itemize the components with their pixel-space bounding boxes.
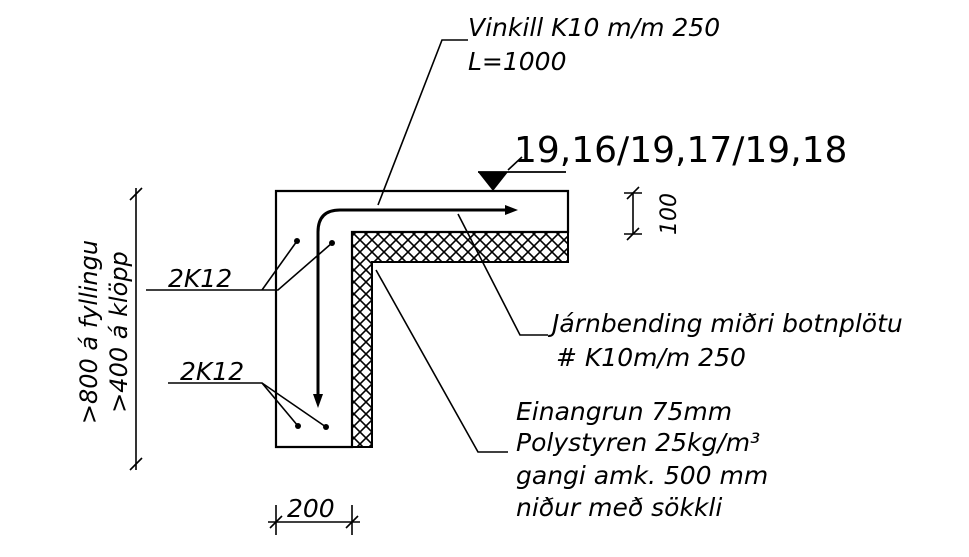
insulation-hatch: [351, 231, 569, 448]
level-marker: [478, 156, 566, 191]
insulation-leader: [375, 269, 508, 453]
insulation-line4: niður með sökkli: [516, 493, 722, 522]
rebar-arrowhead-down: [313, 394, 323, 408]
slab-rebar-line1: Járnbending miðri botnplötu: [547, 309, 903, 338]
angle-rebar: [316, 208, 505, 400]
angle-note-line2: L=1000: [468, 47, 567, 76]
angle-note-line1: Vinkill K10 m/m 250: [468, 13, 720, 42]
rebar-leaders: [146, 240, 333, 428]
angle-leader: [377, 39, 468, 206]
insulation-line3: gangi amk. 500 mm: [516, 461, 768, 490]
rebar-dots: [294, 238, 335, 430]
slab-thickness-label: 100: [657, 193, 682, 235]
insulation-line2: Polystyren 25kg/m³: [516, 428, 760, 457]
slab-rebar-leader: [457, 213, 548, 336]
rebar-arrowhead-right: [505, 205, 518, 215]
depth-rock-label: >400 á klöpp: [105, 251, 133, 413]
slab-rebar-line2: # K10m/m 250: [556, 343, 746, 372]
depth-dimension: [129, 187, 143, 471]
width-dimension: [268, 505, 360, 535]
rebar-top-label: 2K12: [168, 264, 232, 293]
wall-width-label: 200: [287, 494, 335, 523]
rebar-bottom-label: 2K12: [180, 357, 244, 386]
reference-number: 19,16/19,17/19,18: [514, 130, 847, 171]
slab-thickness-dimension: [624, 186, 642, 241]
insulation-line1: Einangrun 75mm: [516, 397, 732, 426]
depth-fill-label: >800 á fyllingu: [75, 240, 103, 424]
